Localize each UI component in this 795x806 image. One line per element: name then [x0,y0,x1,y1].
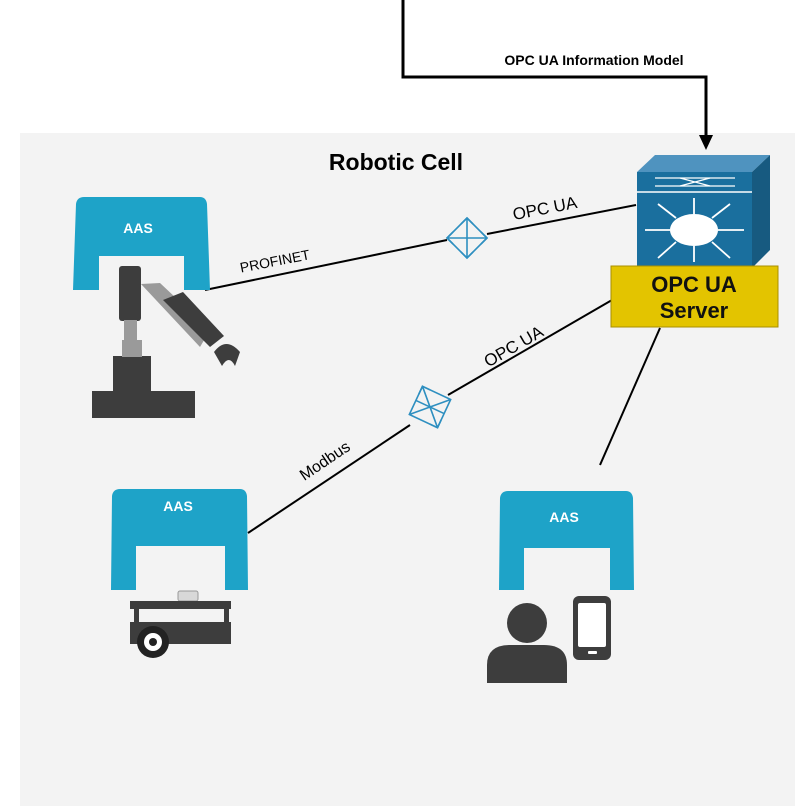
cell-title: Robotic Cell [329,149,463,175]
mobile-robot-icon [130,590,231,658]
opcua-link-robot-arm [486,204,637,235]
aas-shell [111,489,248,590]
gateway-icon [445,216,489,260]
mobile-robot-device: AAS [111,489,248,658]
information-model-connector [401,0,708,140]
aas-label: AAS [163,498,193,514]
aas-label: AAS [549,509,579,525]
person-icon [487,603,567,683]
aas-shell [73,197,210,290]
operator-link [599,327,661,466]
operator-device: AAS [487,491,634,683]
robot-arm-icon [92,266,240,418]
network-switch-icon [637,155,770,268]
modbus-link [247,424,411,534]
connector-arrowhead [699,135,713,150]
profinet-link [204,239,448,291]
smartphone-icon [573,596,611,660]
server-label-line1: OPC UA [651,272,737,297]
server-label-line2: Server [660,298,729,323]
aas-shell [499,491,634,590]
information-model-label: OPC UA Information Model [504,52,683,68]
robot-arm-device: AAS [73,197,240,418]
opcua-server-label-box [610,265,779,328]
gateway-icon [408,385,452,429]
opcua-link-mobile-robot [447,299,613,396]
aas-label: AAS [123,220,153,236]
